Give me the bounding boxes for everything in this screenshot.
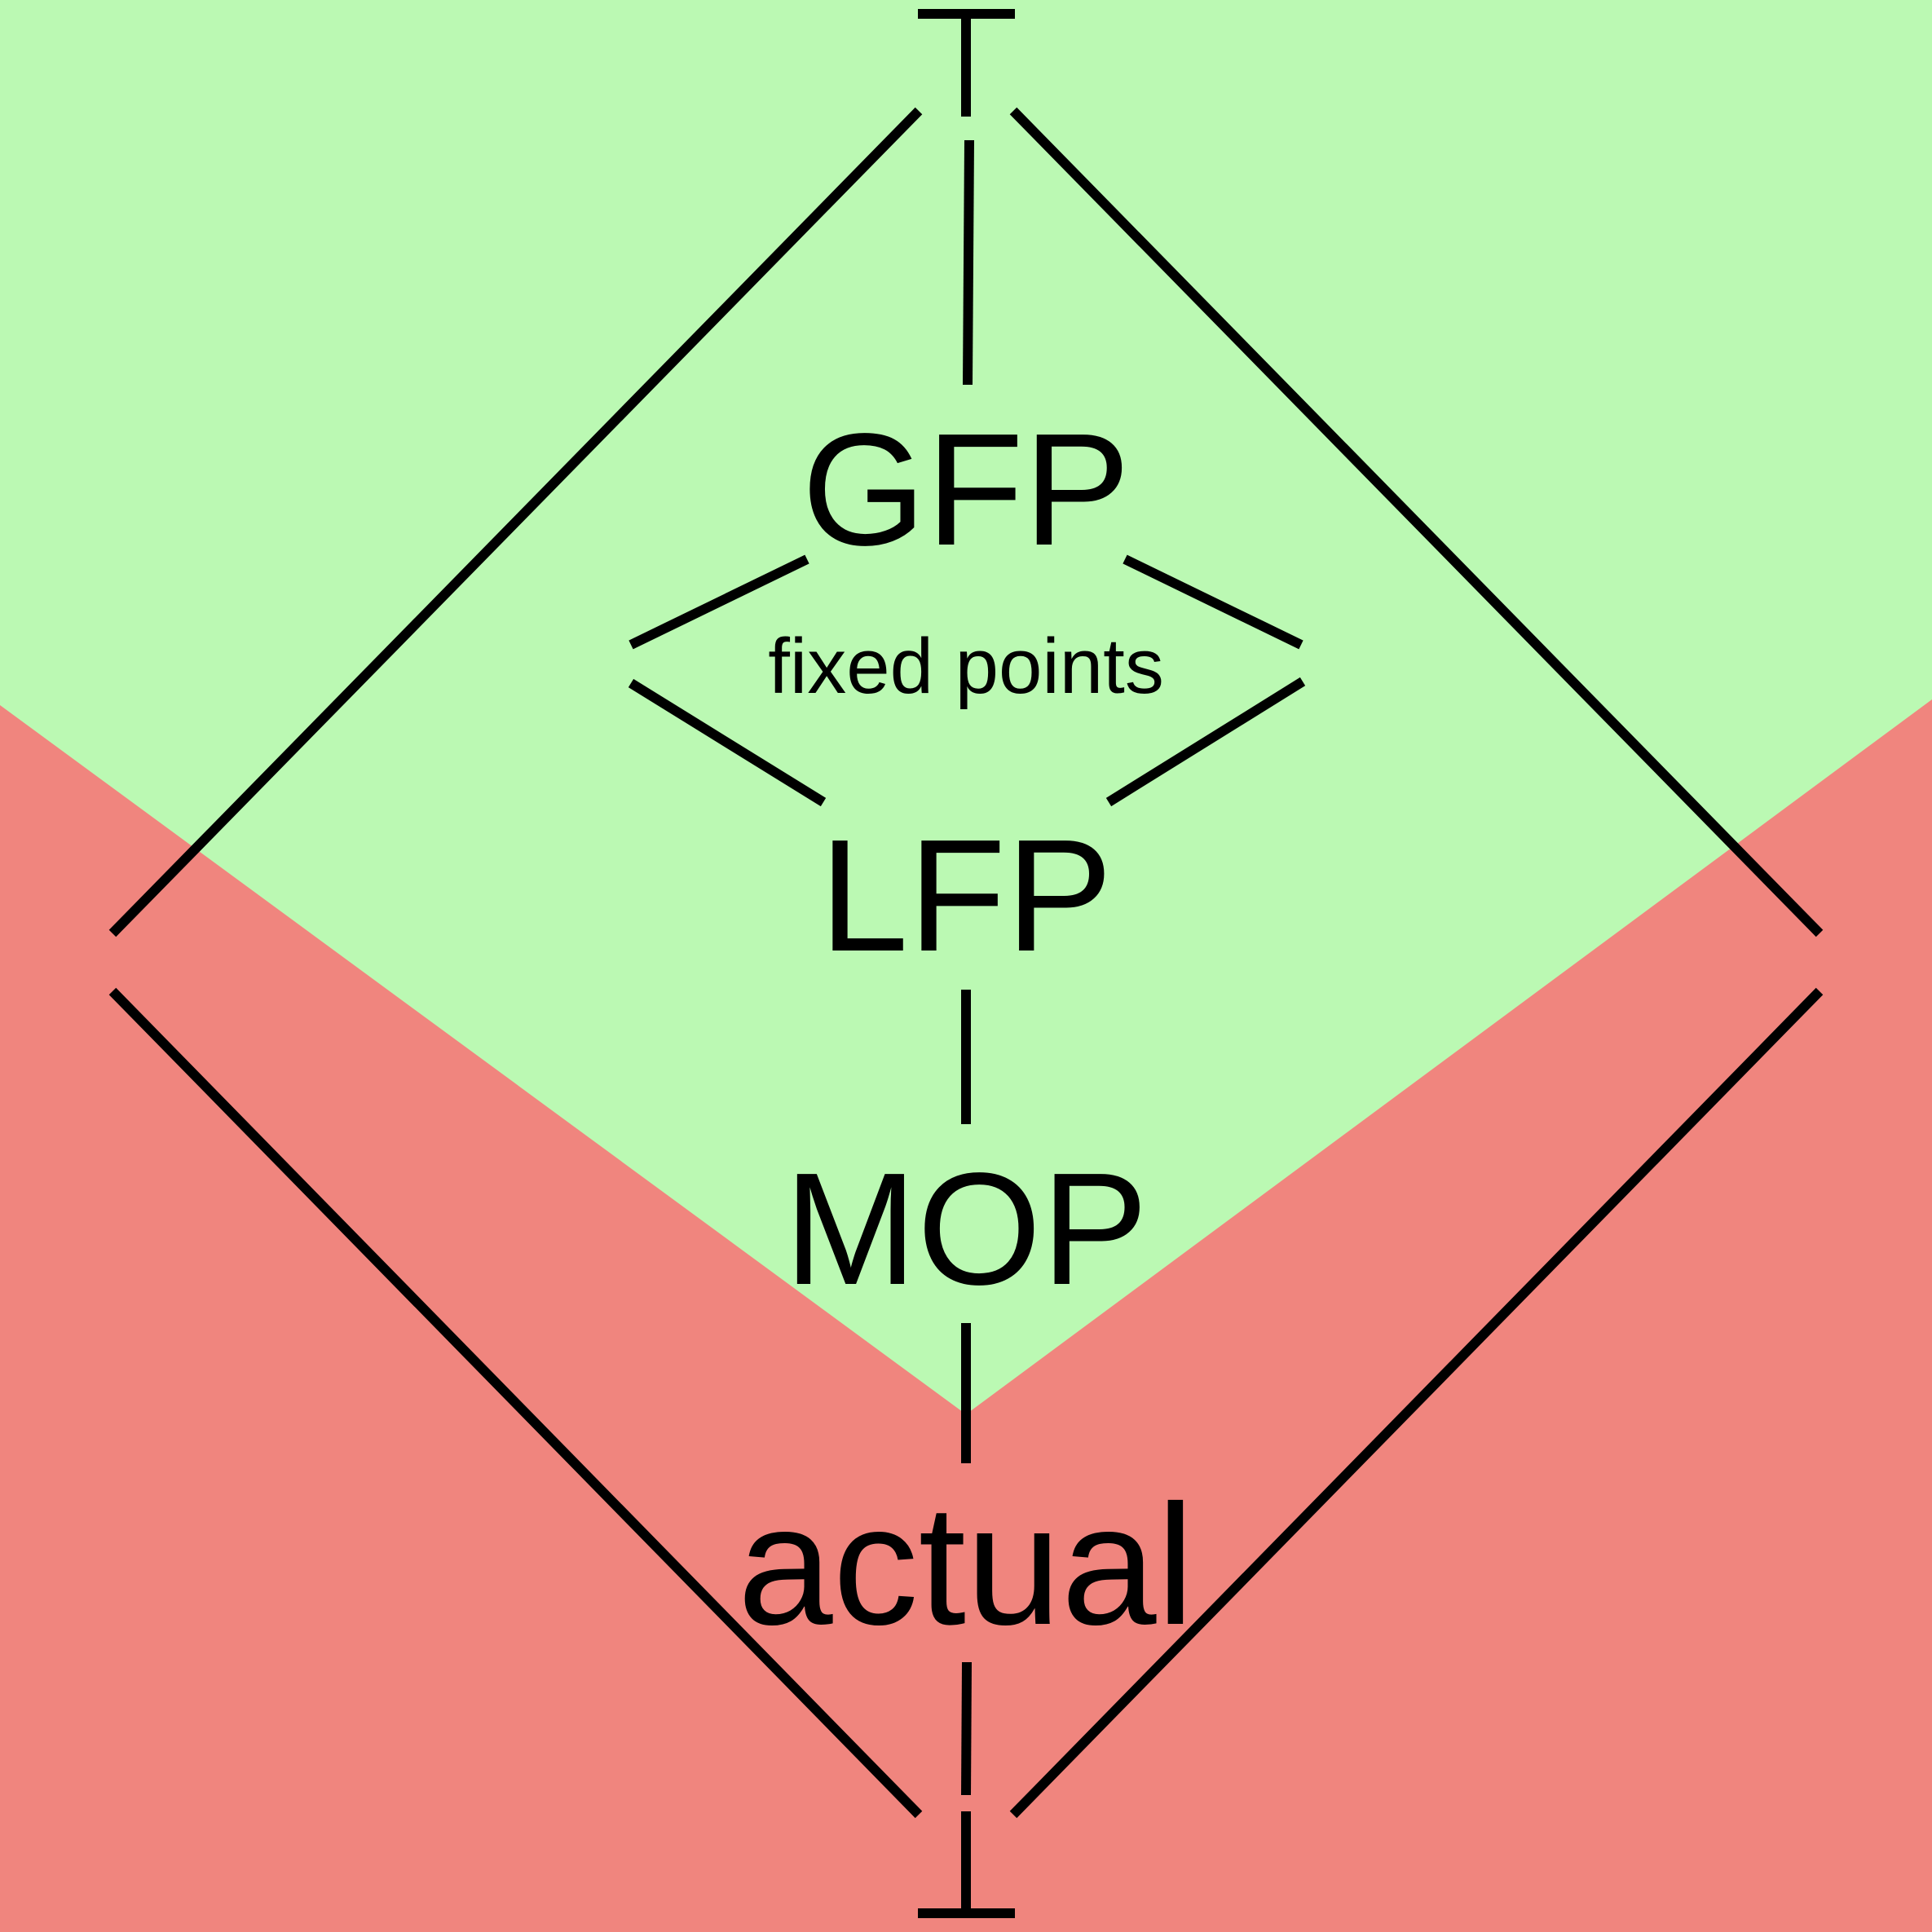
edge-top-gfp <box>963 139 974 386</box>
edge-fixed-lfp-right <box>1105 677 1306 807</box>
edge-right-outer-bottom <box>1009 987 1824 1819</box>
mop-label: MOP <box>784 1140 1148 1318</box>
edge-fixed-lfp-left <box>628 678 827 807</box>
gfp-label: GFP <box>802 400 1131 579</box>
edge-top-right-outer <box>1009 107 1824 937</box>
edge-left-outer-bottom <box>108 987 923 1819</box>
upper-region <box>0 0 1932 1414</box>
edge-gfp-fixed-right <box>1123 554 1303 650</box>
lfp-label: LFP <box>819 806 1112 985</box>
edge-gfp-fixed-left <box>629 554 809 650</box>
actual-label: actual <box>738 1469 1194 1661</box>
edge-actual-bottom <box>961 1661 972 1796</box>
edge-top-left-outer <box>108 107 923 937</box>
fixed-points-label: fixed points <box>768 623 1164 710</box>
